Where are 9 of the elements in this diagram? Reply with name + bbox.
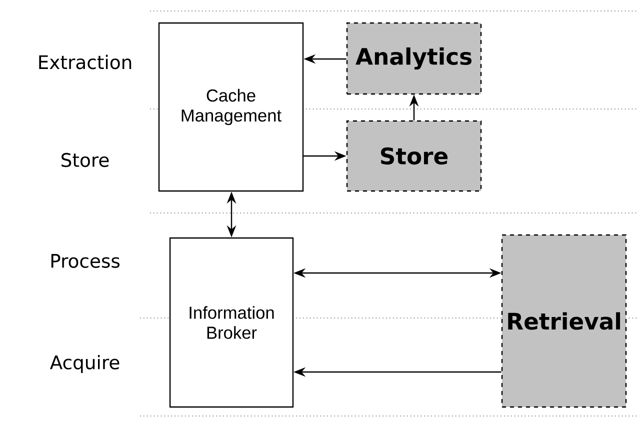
row-label: Process [51,254,120,268]
dashed-box: Store [346,120,482,192]
row-label: Store [62,152,109,168]
dashed-box: Analytics [346,22,482,95]
process-box: Cache Management [158,22,304,192]
process-box: Information Broker [169,237,294,408]
row-label: Extraction [39,54,132,70]
row-label: Acquire [50,354,120,374]
dashed-box: Retrieval [501,234,627,408]
